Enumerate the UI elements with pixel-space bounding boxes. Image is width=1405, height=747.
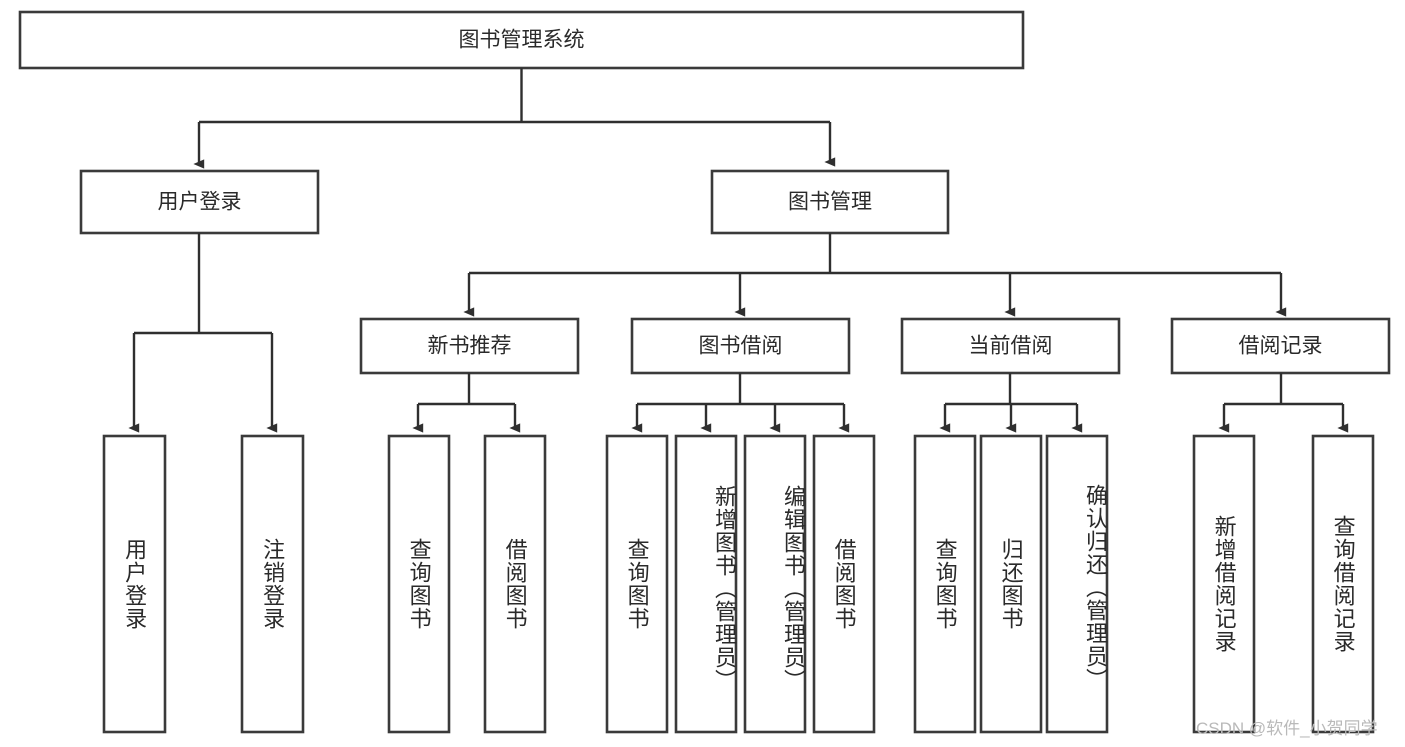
node-new-book-recommend-box[interactable] [359, 317, 580, 375]
node-borrow-record-label: 借阅记录 [1239, 335, 1323, 358]
leaf-box-query-borrow-record[interactable] [1311, 434, 1375, 734]
node-root-box[interactable] [18, 10, 1025, 70]
node-user-login[interactable]: 用户登录 [79, 169, 320, 235]
csdn-watermark: CSDN @软件_小贺同学 [1196, 719, 1378, 738]
leaf-box-add-book[interactable] [674, 434, 738, 734]
leaf-box-edit-book[interactable] [743, 434, 807, 734]
leaf-box-query-book-3[interactable] [913, 434, 977, 734]
node-book-management-box[interactable] [710, 169, 950, 235]
node-new-book-recommend-label: 新书推荐 [428, 335, 512, 358]
node-book-management[interactable]: 图书管理 [710, 169, 950, 235]
leaf-box-confirm-return[interactable] [1045, 434, 1109, 734]
leaf-box-return-book[interactable] [979, 434, 1043, 734]
node-book-borrow[interactable]: 图书借阅 [630, 317, 851, 375]
node-book-borrow-label: 图书借阅 [699, 335, 783, 358]
node-user-login-label: 用户登录 [158, 191, 242, 214]
leaf-box-add-borrow-record[interactable] [1192, 434, 1256, 734]
node-current-borrow-box[interactable] [900, 317, 1121, 375]
leaf-box-logout[interactable] [240, 434, 305, 734]
node-root[interactable]: 图书管理系统 [18, 10, 1025, 70]
node-current-borrow[interactable]: 当前借阅 [900, 317, 1121, 375]
leaf-box-user-login[interactable] [102, 434, 167, 734]
node-borrow-record[interactable]: 借阅记录 [1170, 317, 1391, 375]
node-root-label: 图书管理系统 [459, 29, 585, 52]
leaf-box-borrow-book-1[interactable] [483, 434, 547, 734]
leaf-box-query-book-2[interactable] [605, 434, 669, 734]
node-current-borrow-label: 当前借阅 [969, 335, 1053, 358]
node-borrow-record-box[interactable] [1170, 317, 1391, 375]
node-book-management-label: 图书管理 [788, 191, 872, 214]
leaf-box-query-book-1[interactable] [387, 434, 451, 734]
leaf-box-borrow-book-2[interactable] [812, 434, 876, 734]
node-book-borrow-box[interactable] [630, 317, 851, 375]
node-new-book-recommend[interactable]: 新书推荐 [359, 317, 580, 375]
